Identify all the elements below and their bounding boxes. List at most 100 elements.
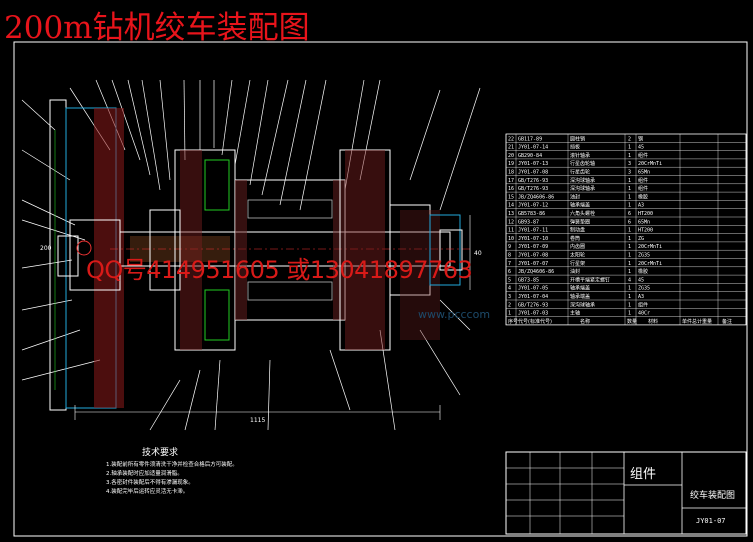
bom-header-cell: 名称 — [580, 318, 590, 325]
bom-material: ZG35 — [638, 253, 650, 259]
bom-qty: 1 — [628, 261, 631, 267]
bom-header-cell: 代号(标准代号) — [518, 318, 552, 325]
site-watermark: www.pcccom — [418, 308, 490, 321]
bom-material: 20CrMnTi — [638, 261, 662, 267]
bom-name: 行星齿轮轴 — [570, 160, 595, 167]
contact-watermark: QQ号414951605 或13041897763 — [86, 256, 473, 284]
bom-material: 65Mn — [638, 219, 650, 225]
bom-no: 1 — [508, 311, 511, 317]
bom-code: JB/ZQ4606-86 — [518, 269, 554, 275]
bom-no: 8 — [508, 253, 511, 259]
bom-no: 16 — [508, 186, 514, 192]
bom-no: 7 — [508, 261, 511, 267]
bom-material: 组件 — [638, 185, 648, 192]
bom-name: 内齿圈 — [570, 243, 585, 250]
bom-header-cell: 备注 — [722, 318, 732, 325]
bom-code: JY01-07-08 — [518, 253, 548, 259]
bom-name: 弹簧垫圈 — [570, 218, 590, 225]
bom-no: 5 — [508, 277, 511, 283]
bom-no: 4 — [508, 286, 511, 292]
bom-material: 45 — [638, 277, 644, 283]
bom-no: 21 — [508, 145, 514, 151]
bom-name: 挡板 — [570, 144, 580, 151]
bom-code: JY01-07-10 — [518, 236, 548, 242]
bom-code: JY01-07-09 — [518, 244, 548, 250]
leader-lines-bottom — [149, 299, 471, 431]
tech-req-line: 2.轴承装配时应加适量润滑脂。 — [106, 469, 183, 477]
bom-qty: 6 — [628, 219, 631, 225]
tech-req-line: 4.装配完毕后运转应灵活无卡滞。 — [106, 487, 188, 495]
dim-overall: 1115 — [250, 417, 265, 424]
bom-qty: 1 — [628, 269, 631, 275]
bom-qty: 1 — [628, 153, 631, 159]
bom-material: 组件 — [638, 177, 648, 184]
bom-no: 15 — [508, 194, 514, 200]
bom-material: ZG — [638, 236, 644, 242]
bom-qty: 1 — [628, 186, 631, 192]
bom-header-cell: 材料 — [648, 318, 658, 325]
bom-name: 主轴 — [570, 310, 580, 317]
bom-qty: 1 — [628, 194, 631, 200]
bom-material: 橡胶 — [638, 193, 648, 200]
left-brake-disc — [49, 99, 124, 411]
bom-qty: 3 — [628, 170, 631, 176]
bom-material: HT200 — [638, 211, 653, 217]
bom-code: GB290-84 — [518, 153, 542, 159]
bom-qty: 6 — [628, 211, 631, 217]
bom-code: GB93-87 — [518, 219, 539, 225]
bom-no: 13 — [508, 211, 514, 217]
title-block — [505, 451, 747, 535]
bom-material: A3 — [638, 203, 644, 209]
bom-no: 18 — [508, 170, 514, 176]
bom-material: 65Mn — [638, 170, 650, 176]
bom-qty: 1 — [628, 253, 631, 259]
bom-header-cell: 数量 — [627, 318, 637, 325]
title-block-drawing-name: 绞车装配图 — [690, 489, 735, 501]
bom-code: GB/T276-93 — [518, 302, 548, 308]
bom-material: 45 — [638, 145, 644, 151]
bom-qty: 4 — [628, 277, 631, 283]
bom-name: 油封 — [570, 193, 580, 200]
bom-qty: 1 — [628, 294, 631, 300]
bom-qty: 1 — [628, 244, 631, 250]
title-block-drawing-no: JY01-07 — [696, 517, 726, 525]
bom-name: 深沟球轴承 — [570, 177, 595, 184]
bom-name: 卷筒 — [570, 235, 580, 242]
bom-code: JY01-07-13 — [518, 161, 548, 167]
bom-no: 19 — [508, 161, 514, 167]
bom-no: 6 — [508, 269, 511, 275]
bom-name: 圆柱销 — [570, 135, 585, 142]
bom-name: 制动盘 — [570, 227, 585, 234]
bom-code: GB/T276-93 — [518, 186, 548, 192]
tech-req-lines: 1.装配前所有零件须清洗干净并检查合格后方可装配。2.轴承装配时应加适量润滑脂。… — [106, 460, 238, 495]
bom-code: JY01-07-03 — [518, 311, 548, 317]
bom-name: 太阳轮 — [570, 252, 585, 259]
bom-no: 3 — [508, 294, 511, 300]
bom-no: 2 — [508, 302, 511, 308]
bom-name: 轴承端盖 — [570, 285, 590, 292]
bom-no: 22 — [508, 136, 514, 142]
bom-name: 轴承端盖 — [570, 202, 590, 209]
bom-name: 六角头螺栓 — [570, 210, 595, 217]
bom-code: GB117-89 — [518, 136, 542, 142]
bom-code: GB/T276-93 — [518, 178, 548, 184]
bom-no: 9 — [508, 244, 511, 250]
bom-material: A3 — [638, 294, 644, 300]
bom-name: 轴承端盖 — [570, 293, 590, 300]
bom-code: JY01-07-07 — [518, 261, 548, 267]
bom-name: 深沟球轴承 — [570, 301, 595, 308]
bom-material: 20CrMnTi — [638, 161, 662, 167]
bom-name: 开槽平端紧定螺钉 — [570, 276, 610, 283]
dim-height: 40 — [474, 250, 482, 257]
bom-material: HT200 — [638, 228, 653, 234]
bom-qty: 1 — [628, 145, 631, 151]
drawing-title: 200m钻机绞车装配图 — [4, 10, 310, 46]
bom-no: 11 — [508, 228, 514, 234]
bom-material: ZG35 — [638, 286, 650, 292]
leader-lines-top — [69, 79, 481, 211]
bom-no: 20 — [508, 153, 514, 159]
bom-qty: 1 — [628, 302, 631, 308]
bom-code: JY01-07-04 — [518, 294, 548, 300]
